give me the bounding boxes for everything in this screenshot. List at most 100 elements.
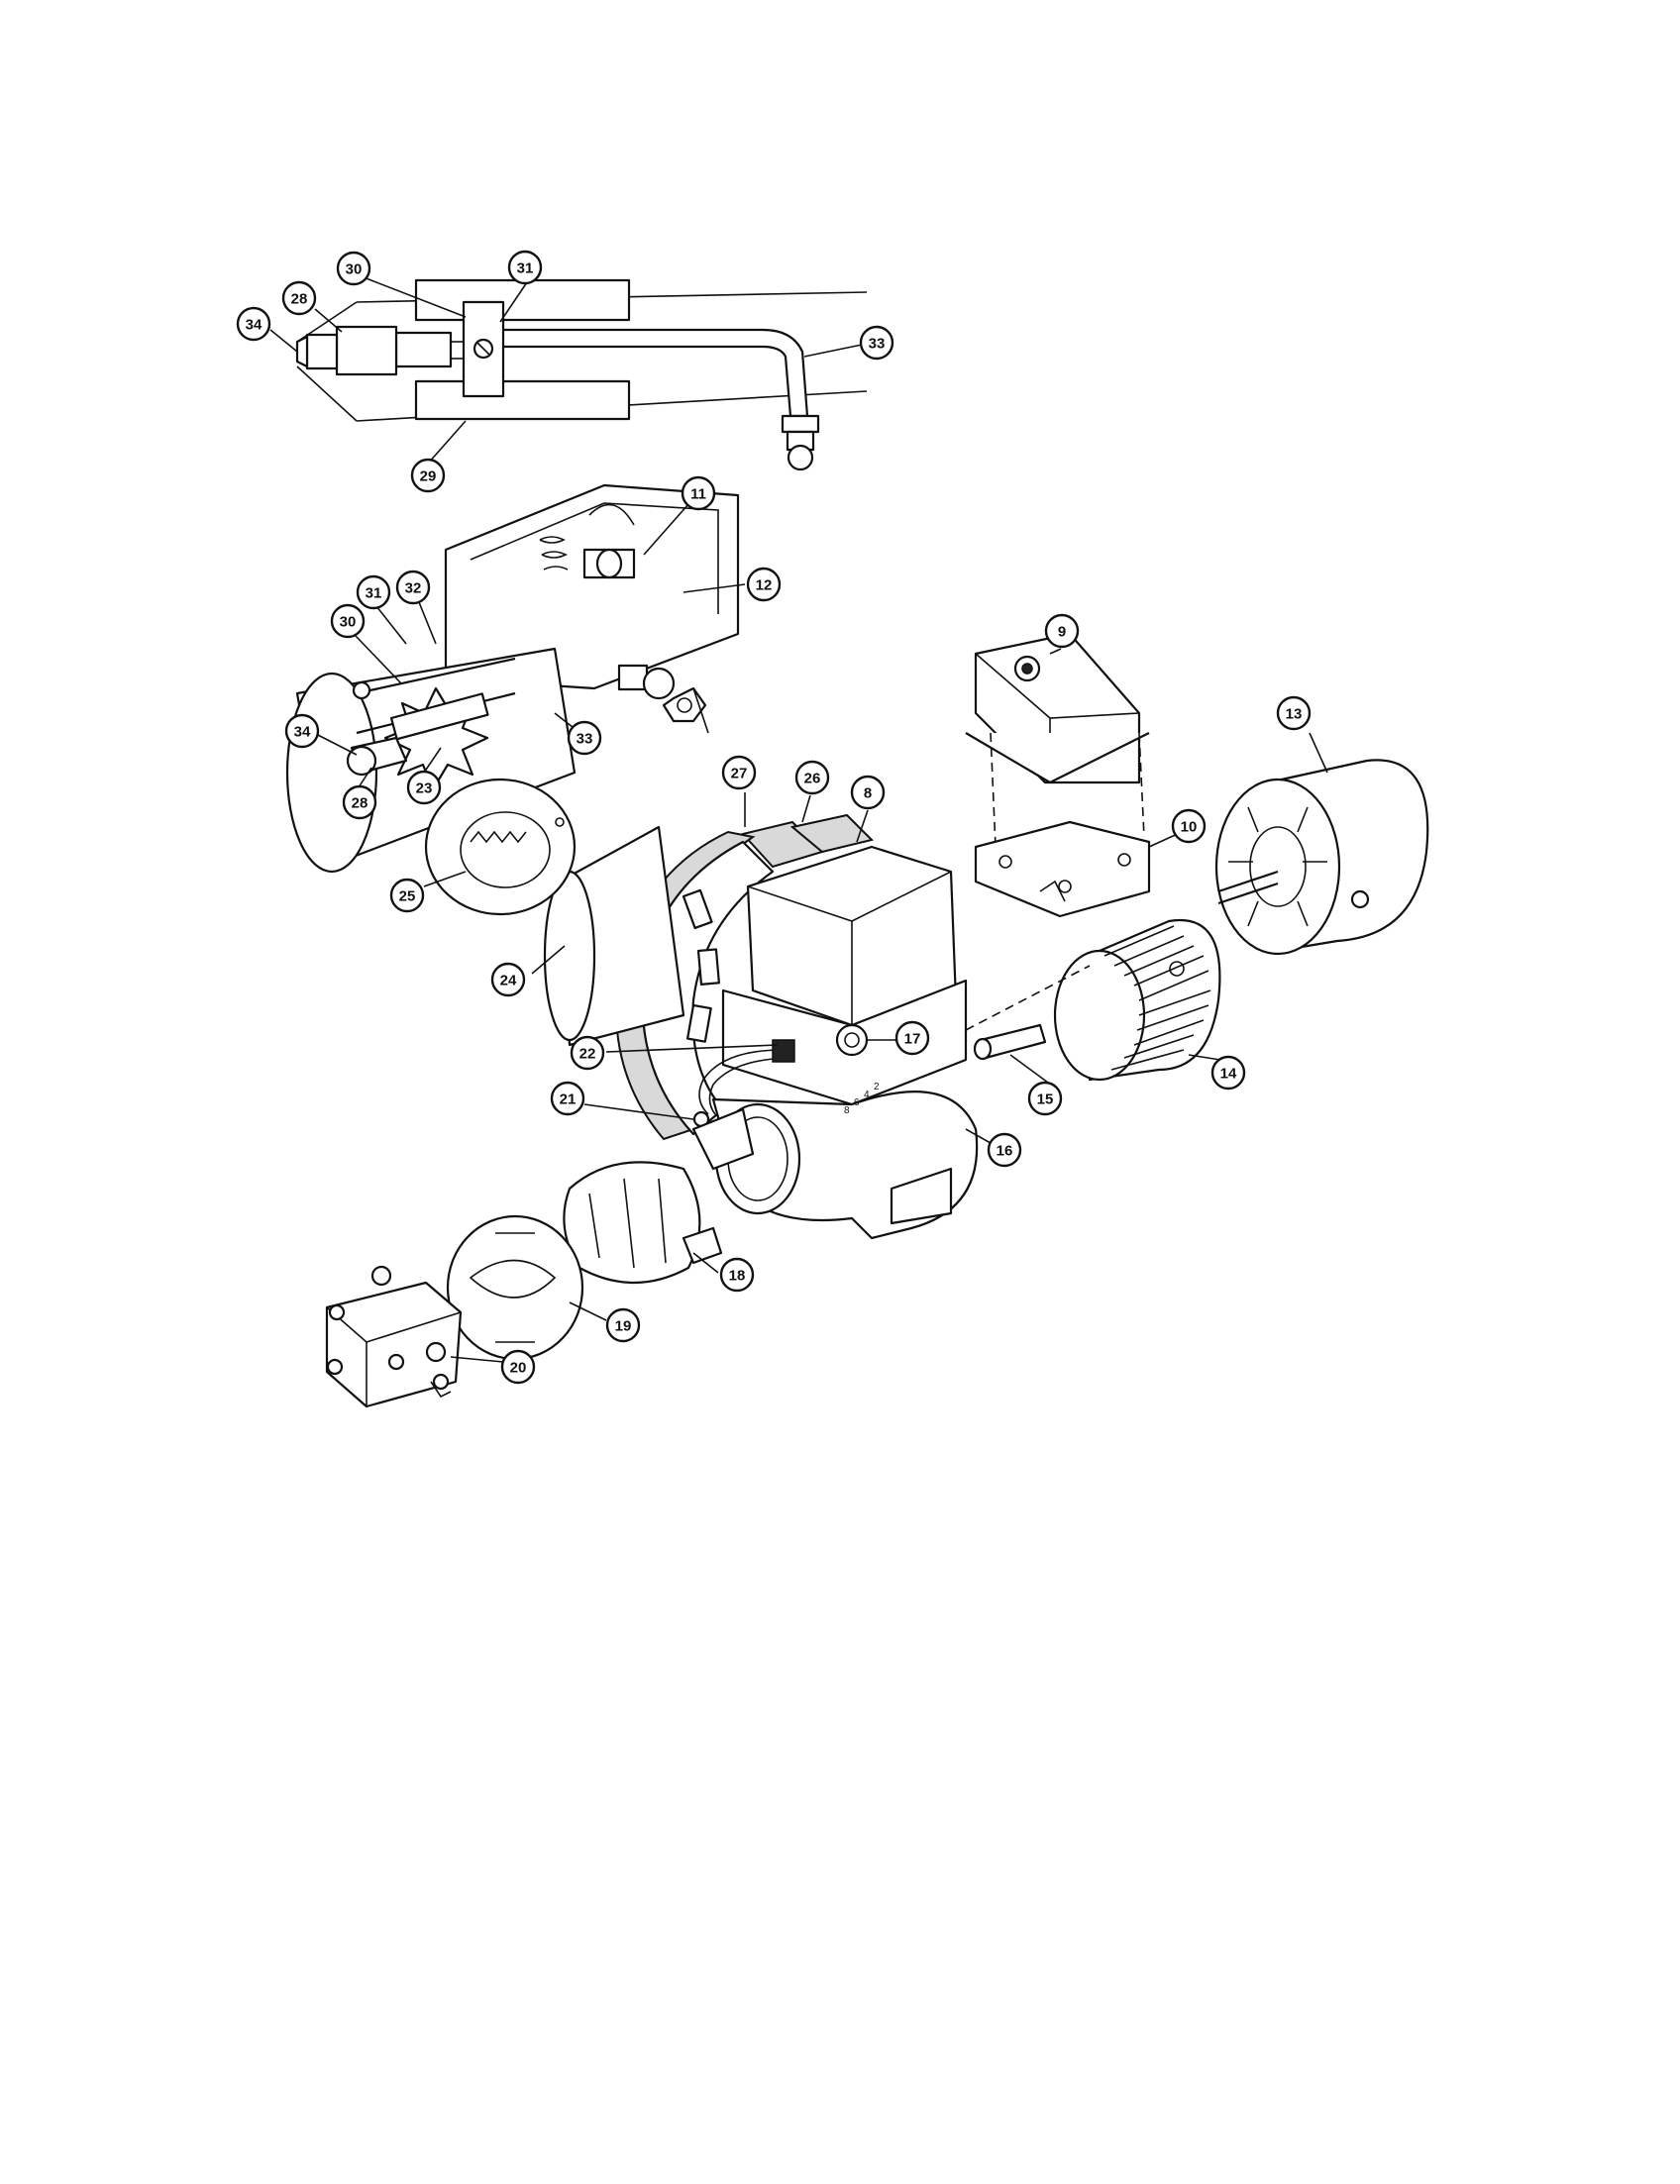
callout-24: 24 [490, 962, 526, 997]
callout-circle [336, 251, 371, 286]
callout-number: 30 [346, 261, 363, 278]
callout-circle [1210, 1055, 1246, 1091]
transformer-base [974, 820, 1151, 918]
callout-number: 21 [560, 1092, 577, 1108]
callout-23: 23 [406, 770, 442, 805]
pump-assembly [325, 1161, 723, 1408]
gasket-26 [789, 813, 874, 854]
callout-number: 16 [997, 1143, 1013, 1160]
callout-circle [570, 1035, 605, 1071]
air-dial-mark-6: 6 [854, 1097, 860, 1108]
callout-number: 33 [869, 336, 886, 353]
callout-9: 9 [1044, 613, 1080, 649]
callout-circle [490, 962, 526, 997]
callout-18: 18 [719, 1257, 755, 1293]
callout-number: 27 [731, 766, 748, 782]
callout-circle [330, 603, 366, 639]
callout-12: 12 [746, 567, 782, 602]
mounting-flange [641, 840, 775, 1136]
callout-number: 28 [291, 291, 308, 308]
oil-line-fitting [781, 414, 820, 434]
air-dial-mark-2: 2 [874, 1082, 880, 1092]
callout-circle [389, 878, 425, 913]
fitting [617, 664, 649, 691]
callout-number: 12 [756, 577, 773, 594]
callout-circle [1276, 695, 1312, 731]
callout-19: 19 [605, 1307, 641, 1343]
callout-circle [356, 574, 391, 610]
nozzle-adapter [394, 331, 453, 368]
callout-33: 33 [859, 325, 894, 361]
callout-circle [719, 1257, 755, 1293]
callout-circle [500, 1349, 536, 1385]
burner-housing: 2 4 6 8 [543, 813, 1091, 1240]
callout-number: 13 [1286, 706, 1303, 723]
upper-electrode-porcelain [414, 278, 631, 322]
motor-end-bell [1214, 778, 1341, 956]
callout-17: 17 [894, 1020, 930, 1056]
pump-coupling [973, 1023, 1047, 1061]
callout-number: 23 [416, 780, 433, 797]
callout-circle [410, 458, 446, 493]
callout-circle [1027, 1081, 1063, 1116]
air-dial-mark-8: 8 [844, 1105, 850, 1116]
callout-circle [236, 306, 271, 342]
callout-number: 25 [399, 888, 416, 905]
callout-number: 34 [294, 724, 311, 741]
callout-number: 32 [405, 580, 422, 597]
callout-circle [850, 775, 886, 810]
ignition-transformer-assembly [965, 632, 1151, 918]
callout-30: 30 [330, 603, 366, 639]
callout-circle [550, 1081, 585, 1116]
callout-circle [859, 325, 894, 361]
callout-circle [406, 770, 442, 805]
callout-number: 18 [729, 1268, 746, 1285]
blower-wheel [1053, 918, 1221, 1082]
callout-22: 22 [570, 1035, 605, 1071]
callout-30: 30 [336, 251, 371, 286]
callout-circle [681, 475, 716, 511]
pump-gasket [446, 1214, 584, 1361]
callout-32: 32 [395, 570, 431, 605]
callout-number: 20 [510, 1360, 527, 1377]
callout-25: 25 [389, 878, 425, 913]
callout-number: 28 [352, 795, 368, 812]
callout-28: 28 [342, 784, 377, 820]
callout-33: 33 [567, 720, 602, 756]
callout-number: 17 [904, 1031, 921, 1048]
leader-lines [269, 276, 1328, 1363]
callout-circle [794, 760, 830, 795]
callout-16: 16 [987, 1132, 1022, 1168]
callout-number: 31 [366, 585, 382, 602]
callout-number: 22 [579, 1046, 596, 1063]
callout-circle [281, 280, 317, 316]
callout-number: 9 [1058, 624, 1066, 641]
callout-27: 27 [721, 755, 757, 790]
callout-28: 28 [281, 280, 317, 316]
callout-34: 34 [236, 306, 271, 342]
callout-number: 29 [420, 468, 437, 485]
lower-electrode-porcelain [414, 379, 631, 421]
callout-circle [395, 570, 431, 605]
nozzle [305, 333, 339, 370]
callout-number: 19 [615, 1318, 632, 1335]
callout-15: 15 [1027, 1081, 1063, 1116]
washer [642, 667, 676, 700]
callout-8: 8 [850, 775, 886, 810]
callout-circle [721, 755, 757, 790]
callout-20: 20 [500, 1349, 536, 1385]
motor-assembly [1214, 759, 1429, 956]
callout-number: 14 [1220, 1066, 1237, 1083]
callout-number: 30 [340, 614, 357, 631]
callout-number: 26 [804, 771, 821, 787]
callout-number: 34 [246, 317, 262, 334]
callout-11: 11 [681, 475, 716, 511]
callout-circle [342, 784, 377, 820]
nozzle-electrode-assembly [295, 278, 868, 471]
callout-number: 8 [864, 785, 872, 802]
callout-number: 15 [1037, 1092, 1054, 1108]
callout-31: 31 [507, 250, 543, 285]
callout-34: 34 [284, 713, 320, 749]
